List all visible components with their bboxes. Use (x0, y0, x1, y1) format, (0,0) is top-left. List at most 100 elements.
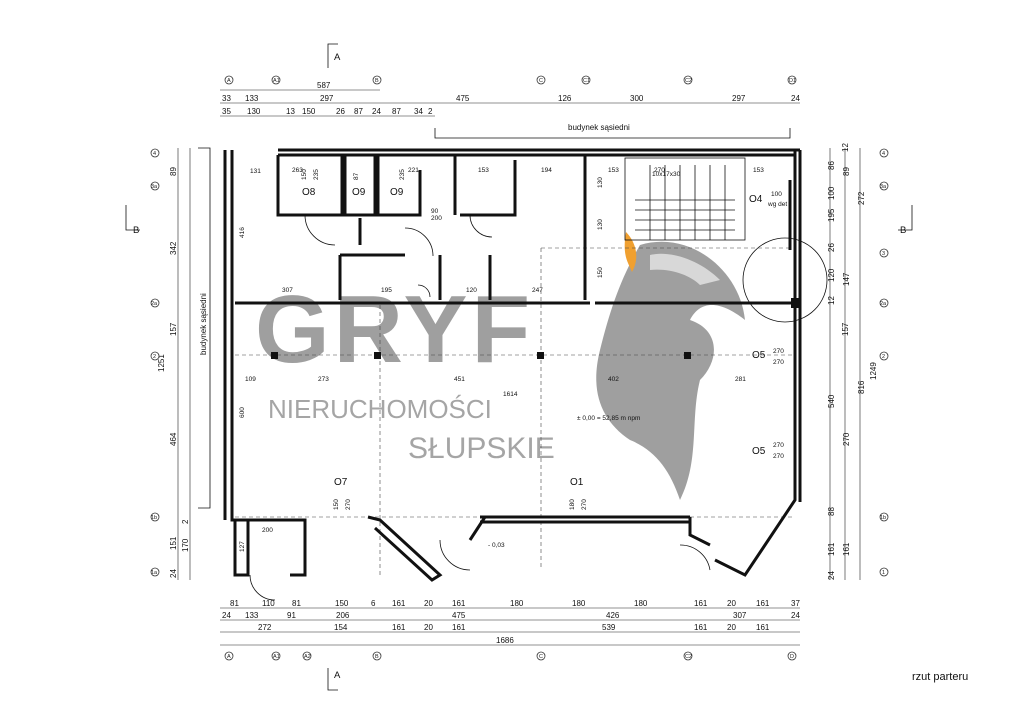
dim-interior-door2: 200 (431, 215, 442, 222)
dim-axes_left-2: 2a (151, 301, 158, 307)
dim-interior-d153b: 153 (608, 167, 619, 174)
dim-dims-bottom1-3: 150 (335, 599, 349, 608)
section-b-right: B (900, 225, 906, 236)
dim-dims-bottom2-2: 91 (287, 611, 296, 620)
dim-interior-d235a: 235 (313, 169, 320, 180)
dim-dims-left1-3: 464 (169, 432, 178, 446)
dim-dims-bottom1-10: 180 (634, 599, 648, 608)
dim-dims-bottom1-5: 161 (392, 599, 406, 608)
dim-dims-bottom1-4: 6 (371, 599, 376, 608)
dim-interior-d150: 150 (301, 169, 308, 180)
dim-dims-bottom2-6: 307 (733, 611, 747, 620)
dim-axes_right-5: 1b (880, 515, 886, 521)
dim-axes_bottom-0: A (227, 654, 231, 660)
dim-dims-bottom1-13: 161 (756, 599, 770, 608)
dim-dims-right1-4: 26 (827, 243, 836, 252)
dim-axes_bottom-5: C2 (685, 654, 692, 660)
dim-axes_top-0: A (227, 78, 231, 84)
neighbor-left-label: budynek sąsiedni (199, 293, 208, 355)
griffin-logo-icon (596, 241, 745, 500)
dim-axes_top-2: B (375, 78, 379, 84)
dim-dims-top2-6: 297 (732, 94, 746, 103)
dim-interior-d402: 402 (608, 376, 619, 383)
dim-dims-right1-6: 12 (827, 296, 836, 305)
dim-dims-right3-1: 1249 (869, 362, 878, 380)
o7-h1: 150 (333, 499, 340, 510)
dim-interior-d451: 451 (454, 376, 465, 383)
dim-axes_bottom-1: A1 (273, 654, 280, 660)
dim-dims-bottom2-0: 24 (222, 611, 231, 620)
left-dimensions: 89 342 157 464 2 151 24 1251 170 (157, 148, 191, 580)
dim-dims-right1-10: 161 (827, 542, 836, 556)
dim-dims-bottom1-2: 81 (292, 599, 301, 608)
dim-axes_right-4: 2 (882, 354, 885, 360)
dim-interior-d127: 127 (239, 541, 246, 552)
dim-dims-top3-7: 87 (392, 107, 401, 116)
dim-interior-d120: 120 (466, 287, 477, 294)
dim-dims-right1-7: 157 (841, 322, 850, 336)
axis-markers-bottom: A A1 A2 B C C2 D (224, 651, 797, 661)
dim-interior-d194: 194 (541, 167, 552, 174)
dim-axes_right-1: 3a (880, 184, 887, 190)
dim-interior-d235b: 235 (399, 169, 406, 180)
dim-dims-bottom2-3: 206 (336, 611, 350, 620)
dim-axes_right-0: 4 (882, 151, 885, 157)
dim-interior-d221: 221 (408, 167, 419, 174)
walls (223, 148, 802, 582)
axis-markers-top: A A1 B C C1 C2 D1 (224, 75, 797, 85)
dim-dims-left1-6: 24 (169, 569, 178, 578)
dim-interior-d307: 307 (282, 287, 293, 294)
dim-interior-d130a: 130 (597, 177, 604, 188)
dim-dims-bottom1-0: 81 (230, 599, 239, 608)
o4-height: 100 (771, 191, 782, 198)
dim-axes_right-3: 2a (880, 301, 887, 307)
watermark-brand: GRYF (255, 276, 534, 383)
dim-dims-right2-3: 270 (842, 432, 851, 446)
section-a-bottom: A (334, 670, 341, 681)
dim-dims-bottom3-6: 161 (694, 623, 708, 632)
sheet-title: rzut parteru (912, 671, 968, 683)
dim-axes_left-5: 1a (151, 570, 158, 576)
dim-dims-right1-8: 540 (827, 394, 836, 408)
dim-dims-top2-3: 475 (456, 94, 470, 103)
dim-axes_bottom-4: C (539, 654, 543, 660)
section-markers: A A B B (125, 43, 913, 691)
dim-dims-bottom2-1: 133 (245, 611, 259, 620)
o5b-h2: 270 (773, 453, 784, 460)
room-o7: O7 (334, 477, 348, 488)
dim-dims-bottom2-5: 426 (606, 611, 620, 620)
dim-interior-d273: 273 (318, 376, 329, 383)
dim-dims-right2-0: 89 (842, 167, 851, 176)
dim-dims-right3-0: 816 (857, 380, 866, 394)
dim-dims-bottom1-1: 110 (262, 599, 275, 608)
stairs: 10x17x30 (624, 157, 746, 241)
top-dimensions: 587 33 133 297 475 126 300 297 24 35 130… (220, 81, 800, 117)
dim-interior-d270: 270 (654, 167, 665, 174)
dim-dims-top1-0: 587 (317, 81, 331, 90)
o5a-h1: 270 (773, 348, 784, 355)
dim-dims-bottom4-0: 1686 (496, 636, 514, 645)
neighbor-top-label: budynek sąsiedni (568, 123, 630, 132)
dim-dims-top3-3: 150 (302, 107, 316, 116)
dim-dims-bottom2-7: 24 (791, 611, 800, 620)
stairs-label: 10x17x30 (652, 171, 681, 178)
interior-dimensions: 131 263 235 150 87 235 221 153 194 153 2… (239, 167, 764, 552)
neighbor-outlines (198, 128, 791, 509)
watermark: GRYF NIERUCHOMOŚCI SŁUPSKIE (255, 232, 745, 500)
dim-dims-bottom1-14: 37 (791, 599, 800, 608)
dim-dims-left1-1: 342 (169, 241, 178, 255)
dim-dims-top3-5: 87 (354, 107, 363, 116)
dim-dims-bottom3-4: 161 (452, 623, 466, 632)
dim-axes_right-6: 1 (882, 570, 885, 576)
detail-circle (742, 237, 828, 323)
dim-interior-d247: 247 (532, 287, 543, 294)
dim-dims-top2-0: 33 (222, 94, 231, 103)
o5b-h1: 270 (773, 442, 784, 449)
columns (271, 298, 800, 359)
room-o9-b: O9 (390, 187, 404, 198)
dim-dims-bottom3-8: 161 (756, 623, 770, 632)
dim-dims-bottom3-7: 20 (727, 623, 736, 632)
dim-dims-left1-0: 89 (169, 167, 178, 176)
dim-interior-d263: 263 (292, 167, 303, 174)
